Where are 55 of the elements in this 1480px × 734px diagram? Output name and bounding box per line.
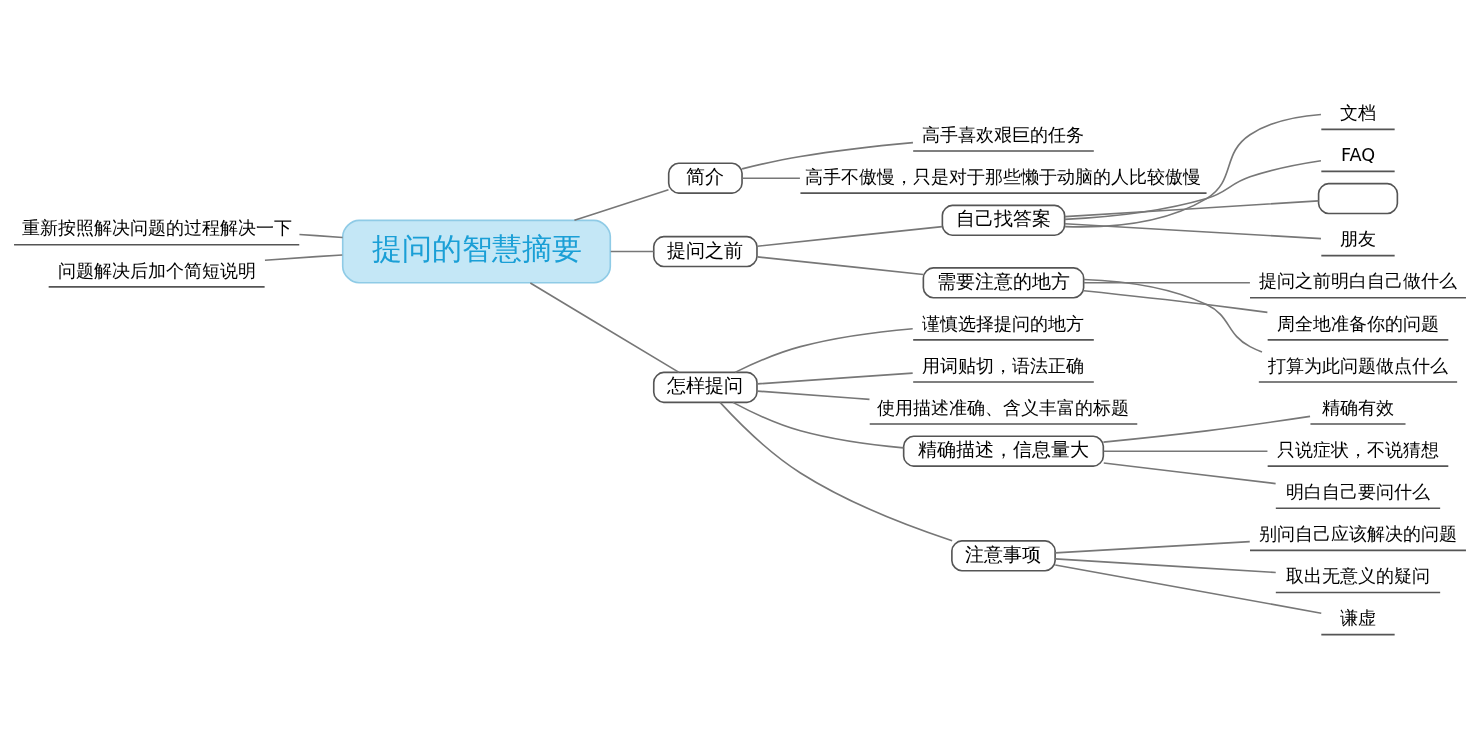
- node-box: 简介: [667, 162, 743, 194]
- connector: [734, 327, 914, 374]
- node-text: 高手喜欢艰巨的任务: [922, 124, 1085, 145]
- node-text: 只说症状，不说猜想: [1276, 439, 1439, 460]
- node-box: 注意事项: [951, 540, 1056, 572]
- connector: [609, 250, 655, 253]
- node-box: 提问之前: [652, 235, 758, 268]
- node-text: 周全地准备你的问题: [1276, 313, 1439, 334]
- node-text: 重新按照解决问题的过程解决一下: [21, 218, 292, 239]
- connector: [1083, 290, 1269, 314]
- connector: [719, 401, 953, 542]
- node-text: 取出无意义的疑问: [1285, 566, 1430, 587]
- node-box: 精确描述，信息量大: [902, 435, 1105, 467]
- connector: [1102, 415, 1311, 443]
- connector: [1064, 113, 1322, 228]
- connector: [1082, 278, 1263, 353]
- node-box: [1317, 182, 1399, 215]
- connector: [573, 188, 670, 222]
- connector: [529, 282, 680, 374]
- connector: [1054, 558, 1277, 574]
- node-text: 使用描述准确、含义丰富的标题: [877, 397, 1130, 418]
- connector: [741, 141, 914, 170]
- node-text: 打算为此问题做点什么: [1267, 355, 1448, 376]
- node-text: 精确有效: [1321, 397, 1394, 418]
- node-text: 问题解决后加个简短说明: [57, 260, 256, 281]
- connector: [741, 177, 801, 180]
- connector: [1102, 450, 1269, 453]
- node-box: 提问的智慧摘要: [341, 219, 612, 284]
- connector: [1054, 540, 1251, 554]
- node-text: 用词贴切，语法正确: [922, 355, 1085, 376]
- node-text: 高手不傲慢，只是对于那些懒于动脑的人比较傲慢: [805, 166, 1202, 187]
- node-text: 朋友: [1339, 229, 1376, 250]
- node-box: 怎样提问: [652, 371, 758, 404]
- node-text: 明白自己要问什么: [1285, 481, 1430, 502]
- node-box: 自己找答案: [941, 204, 1066, 237]
- connector: [1064, 222, 1322, 240]
- connector: [756, 225, 944, 247]
- connector: [756, 256, 924, 276]
- node-text: 谦虚: [1339, 608, 1376, 629]
- connector: [1064, 200, 1320, 218]
- connector: [732, 401, 905, 449]
- connector: [1063, 160, 1322, 221]
- connector: [298, 233, 344, 239]
- node-text: 谨慎选择提问的地方: [922, 313, 1085, 334]
- connector: [1054, 564, 1323, 614]
- node-box: 需要注意的地方: [922, 267, 1085, 299]
- node-text: FAQ: [1340, 145, 1376, 166]
- node-text: 别问自己应该解决的问题: [1258, 524, 1457, 545]
- connector: [264, 254, 344, 262]
- node-text: 文档: [1339, 102, 1376, 123]
- connector: [1082, 281, 1251, 284]
- connector: [756, 372, 914, 385]
- node-text: 提问之前明白自己做什么: [1258, 271, 1457, 292]
- connector: [1102, 462, 1277, 485]
- connector: [756, 390, 871, 401]
